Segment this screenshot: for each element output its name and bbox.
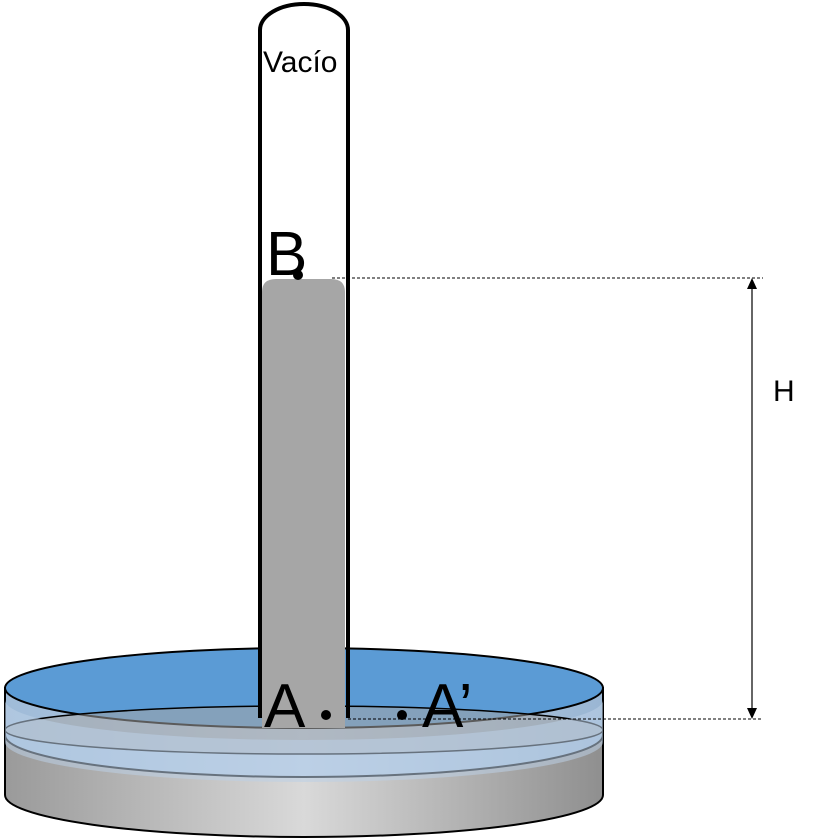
arrow-head-down bbox=[747, 708, 757, 719]
point-a-prime-dot bbox=[397, 710, 407, 720]
arrow-head-up bbox=[747, 278, 757, 289]
mercury-column bbox=[262, 279, 345, 728]
height-arrow bbox=[747, 278, 757, 719]
height-label: H bbox=[773, 375, 795, 408]
glass-tube bbox=[258, 2, 350, 718]
liquid-front-face bbox=[5, 700, 603, 782]
point-b-dot bbox=[293, 270, 303, 280]
point-a-label: A bbox=[264, 672, 306, 741]
point-a-dot bbox=[321, 710, 331, 720]
vacuum-label: Vacío bbox=[263, 46, 338, 79]
point-a-prime-label: A’ bbox=[422, 672, 473, 741]
